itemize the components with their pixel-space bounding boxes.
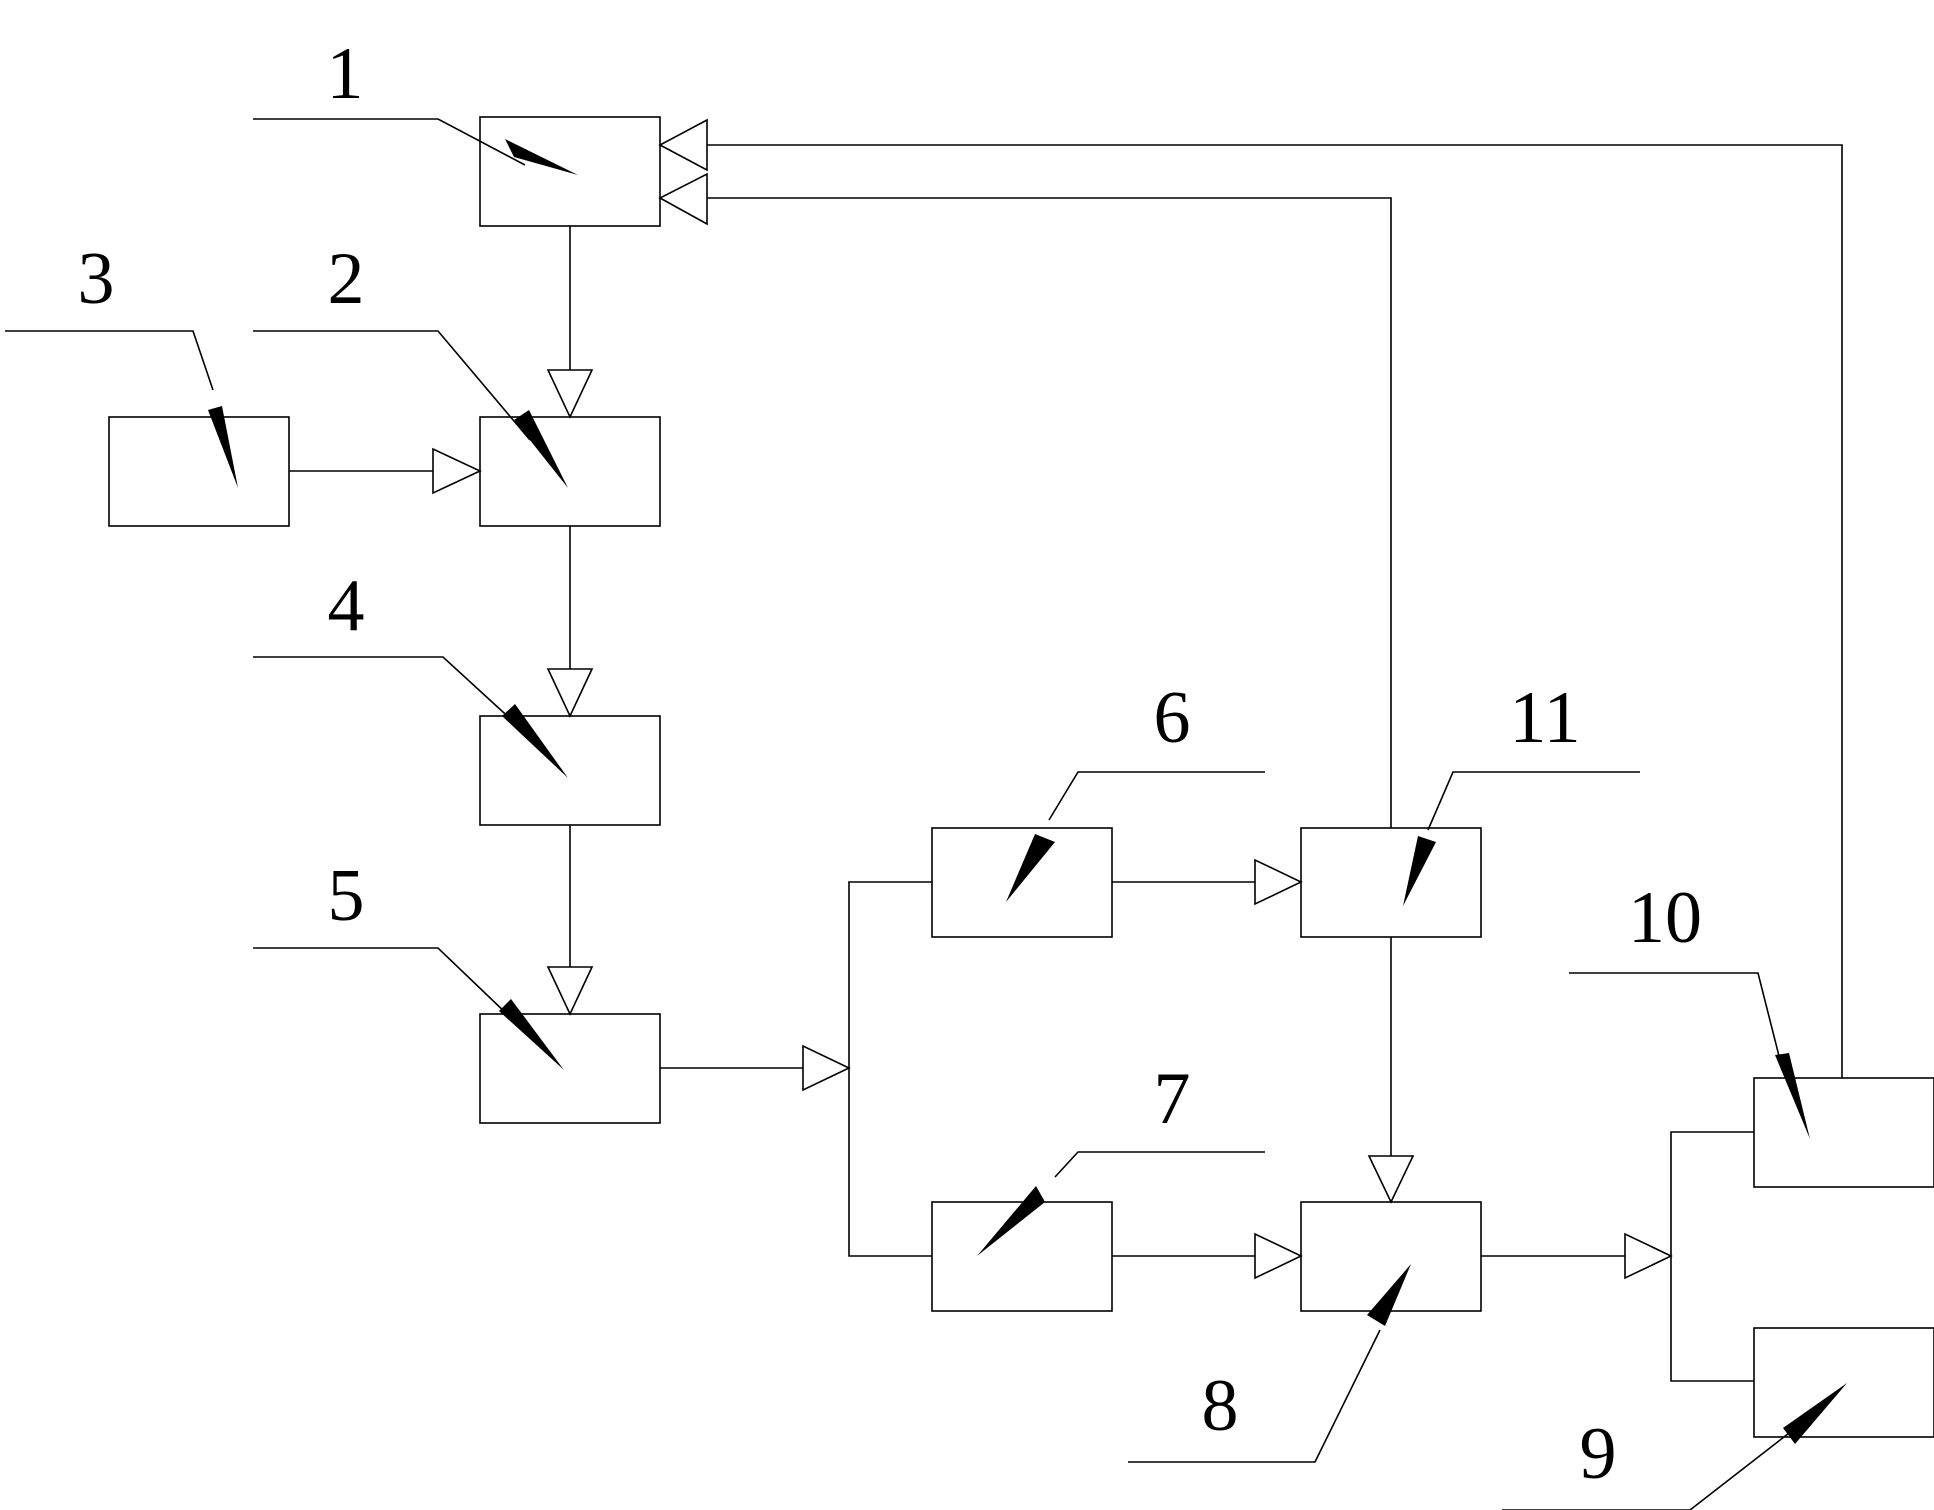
- label-8: 8: [1202, 1365, 1239, 1447]
- arrowhead-into-5: [546, 966, 594, 1016]
- pointer-3: [208, 406, 238, 488]
- arrowhead-into-4: [546, 668, 594, 718]
- pointer-11: [1403, 836, 1436, 906]
- label-3: 3: [78, 238, 115, 320]
- leader-11: [1427, 771, 1640, 831]
- label-7: 7: [1154, 1058, 1191, 1140]
- label-1: 1: [327, 33, 364, 115]
- leader-6: [1048, 771, 1265, 821]
- leader-8: [1128, 1329, 1381, 1463]
- label-10: 10: [1628, 877, 1702, 959]
- leader-1: [253, 118, 526, 166]
- leader-7: [1054, 1151, 1265, 1178]
- pointer-8: [1367, 1264, 1411, 1326]
- leader-10: [1569, 972, 1781, 1061]
- pointer-4: [502, 704, 568, 778]
- block-5: [479, 1013, 661, 1124]
- leader-5: [253, 947, 511, 1018]
- pointer-5: [499, 999, 564, 1070]
- label-5: 5: [328, 855, 365, 937]
- arrowhead-into-1-lower: [658, 172, 708, 226]
- block-9: [1753, 1327, 1934, 1438]
- pointer-6: [1006, 834, 1055, 902]
- block-2: [479, 416, 661, 527]
- block-11: [1300, 827, 1482, 938]
- block-4: [479, 715, 661, 826]
- arrowhead-into-11: [1254, 858, 1303, 906]
- connector-10-to-1: [707, 144, 1843, 1078]
- label-4: 4: [328, 565, 365, 647]
- block-6: [931, 827, 1113, 938]
- pointer-2: [514, 410, 568, 488]
- label-6: 6: [1154, 677, 1191, 759]
- leader-4: [253, 656, 516, 724]
- arrowhead-into-1-upper: [658, 118, 708, 172]
- arrowhead-into-8-top: [1367, 1155, 1415, 1204]
- block-3: [108, 416, 290, 527]
- pointer-1: [505, 139, 578, 175]
- pointer-10: [1775, 1053, 1810, 1139]
- arrowhead-into-2-left: [432, 447, 482, 495]
- pointer-9: [1783, 1383, 1847, 1444]
- block-10: [1753, 1077, 1934, 1188]
- pointer-7: [977, 1186, 1045, 1256]
- connector-junction-branches: [848, 881, 932, 1257]
- arrowhead-into-2-top: [546, 369, 594, 419]
- leader-2: [253, 330, 531, 441]
- connector-junction-9-10: [1670, 1131, 1754, 1382]
- label-2: 2: [328, 238, 365, 320]
- leader-3: [5, 330, 214, 391]
- arrowhead-into-junction-right: [1624, 1232, 1673, 1280]
- arrowhead-into-8-left: [1254, 1232, 1303, 1280]
- leader-9: [1502, 1429, 1794, 1510]
- arrowhead-into-junction: [802, 1044, 851, 1092]
- label-11: 11: [1509, 677, 1580, 759]
- connector-11-to-1: [707, 197, 1392, 828]
- label-9: 9: [1580, 1413, 1617, 1495]
